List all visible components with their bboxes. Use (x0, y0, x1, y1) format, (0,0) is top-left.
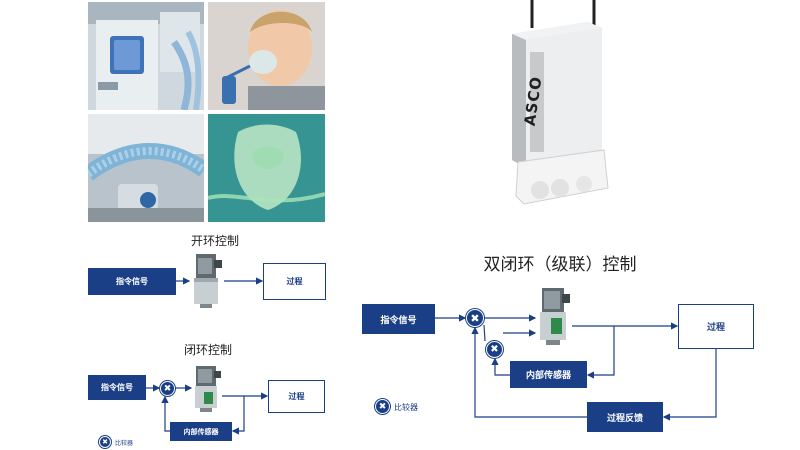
closed-loop-internal-sensor: 内部传感器 (170, 422, 232, 441)
cascade-line-sensor-to-inner (491, 357, 510, 376)
open-loop-process: 过程 (263, 263, 326, 300)
cascade-title: 双闭环（级联）控制 (483, 255, 637, 275)
cascade-legend-comparator: ✖ (375, 399, 390, 414)
cascade-line-valve-to-sensor (586, 326, 615, 379)
closed-loop-valve-icon (192, 364, 222, 412)
cascade-line-outer-to-inner (483, 324, 486, 342)
closed-loop-line-valve-to-sensor (231, 396, 245, 435)
cascade-command-signal: 指令信号 (362, 304, 435, 334)
open-loop-title: 开环控制 (190, 234, 239, 248)
cascade-process-feedback: 过程反馈 (587, 402, 663, 432)
photo-asco-valve: ASCO (500, 0, 615, 222)
cascade-comparator-outer: ✖ (466, 309, 484, 327)
cascade-process: 过程 (678, 304, 754, 349)
cascade-internal-sensor: 内部传感器 (510, 361, 587, 388)
closed-loop-title: 闭环控制 (183, 343, 232, 357)
cascade-valve-icon (536, 286, 572, 346)
closed-loop-comparator: ✖ (160, 381, 175, 396)
photo-child-mask (208, 2, 325, 110)
photo-ventilator (88, 2, 204, 110)
cascade-line-process-to-feedback (662, 349, 717, 421)
open-loop-valve-icon (190, 252, 224, 308)
photo-oxygen-mask (208, 114, 325, 222)
closed-loop-process: 过程 (268, 380, 325, 413)
closed-loop-legend-comparator: ✖ (99, 436, 111, 448)
cascade-comparator-inner: ✖ (486, 341, 503, 358)
photo-breathing-tubes (88, 114, 204, 222)
closed-loop-legend-label: 比较器 (115, 440, 134, 447)
open-loop-command-signal: 指令信号 (88, 268, 176, 295)
closed-loop-command-signal: 指令信号 (88, 375, 146, 400)
cascade-legend-label: 比较器 (394, 403, 418, 412)
